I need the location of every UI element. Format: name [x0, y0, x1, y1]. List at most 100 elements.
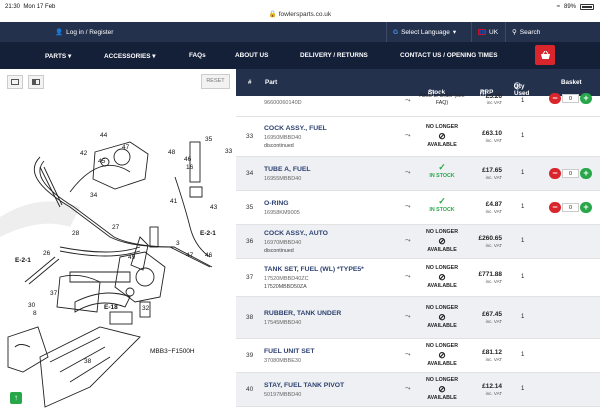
- address-bar[interactable]: 🔒 fowlersparts.co.uk: [268, 11, 332, 18]
- part-name-link[interactable]: FUEL UNIT SET: [264, 348, 315, 355]
- callout-49: 49: [128, 254, 136, 261]
- share-icon[interactable]: ⤳: [405, 313, 411, 320]
- vat-note: inc. VAT: [485, 243, 502, 248]
- price: £12.14: [482, 383, 502, 390]
- callout-46: 46: [184, 156, 192, 163]
- callout-47: 47: [122, 144, 130, 151]
- quantity-stepper[interactable]: −0+: [549, 202, 592, 213]
- vat-note: inc. VAT: [485, 138, 502, 143]
- check-icon: ✓: [438, 196, 446, 206]
- part-code: 50197MBBD40: [264, 392, 302, 398]
- callout-e21-right: E-2-1: [200, 230, 216, 237]
- qty-used: 1: [521, 170, 525, 176]
- share-icon[interactable]: ⤳: [405, 132, 411, 139]
- parts-diagram[interactable]: 44 35 33 47 48 42 45 46 16 34 43 41 E-2-…: [0, 97, 236, 417]
- table-row-partial[interactable]: 96600060140D ⤳ Allow to Order (see FAQ) …: [236, 93, 600, 117]
- diagram-panel: RESET 44 35 33 47 48 42 45 46 16 34: [0, 69, 236, 417]
- part-name-link[interactable]: STAY, FUEL TANK PIVOT: [264, 382, 345, 389]
- quantity-stepper[interactable]: − 0 +: [549, 93, 592, 104]
- scroll-top-button[interactable]: ↑: [10, 392, 22, 404]
- minus-icon[interactable]: −: [549, 202, 561, 213]
- part-name-link[interactable]: TUBE A, FUEL: [264, 166, 311, 173]
- nav-contact[interactable]: CONTACT US / OPENING TIMES: [400, 52, 498, 59]
- plus-icon[interactable]: +: [580, 168, 592, 179]
- part-name-link[interactable]: COCK ASSY., AUTO: [264, 230, 328, 237]
- callout-47b: 47: [186, 252, 194, 259]
- share-icon[interactable]: ⤳: [405, 385, 411, 392]
- callout-27: 27: [112, 224, 120, 231]
- part-name-link[interactable]: RUBBER, TANK UNDER: [264, 310, 342, 317]
- price: £260.65: [478, 235, 503, 242]
- minus-icon[interactable]: −: [549, 168, 561, 179]
- stock-status: NO LONGER⊘AVAILABLE: [425, 377, 459, 401]
- share-icon[interactable]: ⤳: [405, 237, 411, 244]
- part-name-link[interactable]: TANK SET, FUEL (WL) *TYPE5*: [264, 266, 364, 273]
- minus-icon[interactable]: −: [549, 93, 561, 104]
- share-icon[interactable]: ⤳: [405, 169, 411, 176]
- status-indicators: ≈ 89%: [557, 4, 594, 10]
- stock-status: NO LONGER⊘AVAILABLE: [425, 229, 459, 253]
- nav-faqs[interactable]: FAQs: [189, 52, 206, 59]
- status-bar: 21:30 Mon 17 Feb 🔒 fowlersparts.co.uk ≈ …: [0, 0, 600, 18]
- language-selector[interactable]: G Select Language ▾: [386, 22, 471, 42]
- nav-delivery[interactable]: DELIVERY / RETURNS: [300, 52, 368, 59]
- login-link[interactable]: 👤 Log in / Register: [55, 28, 114, 37]
- share-icon[interactable]: ⤳: [405, 351, 411, 358]
- vat-note: inc. VAT: [485, 319, 502, 324]
- nav-accessories[interactable]: ACCESSORIES ▾: [104, 53, 156, 60]
- search-button[interactable]: ⚲ Search: [505, 22, 555, 42]
- region-selector[interactable]: UK: [471, 22, 505, 42]
- callout-3: 3: [176, 240, 180, 247]
- plus-icon[interactable]: +: [580, 202, 592, 213]
- callout-28: 28: [72, 230, 80, 237]
- chevron-down-icon: ▾: [452, 29, 457, 36]
- price: £67.45: [482, 311, 502, 318]
- part-code: 17520MBBD40ZC: [264, 276, 309, 282]
- table-row[interactable]: 37 TANK SET, FUEL (WL) *TYPE5* 17520MBBD40…: [236, 259, 600, 297]
- col-basket: Basket: [561, 79, 582, 86]
- vat-note: inc. VAT: [485, 209, 502, 214]
- layout-toggle-full[interactable]: [7, 75, 23, 89]
- callout-35: 35: [205, 136, 213, 143]
- nav-parts[interactable]: PARTS ▾: [45, 53, 72, 60]
- reset-button[interactable]: RESET: [201, 74, 230, 89]
- part-name-link[interactable]: COCK ASSY., FUEL: [264, 125, 327, 132]
- google-icon: G: [393, 28, 399, 36]
- unavailable-icon: ⊘: [438, 312, 446, 322]
- part-code: 16955MBBD40: [264, 176, 302, 182]
- quantity-stepper[interactable]: −0+: [549, 168, 592, 179]
- price: £17.65: [482, 167, 502, 174]
- callout-26: 26: [43, 250, 51, 257]
- callout-43: 43: [210, 204, 218, 211]
- callout-e18: E-18: [104, 304, 118, 311]
- share-icon[interactable]: ⤳: [405, 203, 411, 210]
- share-icon[interactable]: ⤳: [405, 97, 411, 104]
- layout-toggle-split[interactable]: [28, 75, 44, 89]
- callout-46b: 46: [205, 252, 213, 259]
- price: £4.87: [485, 201, 502, 208]
- col-hash: #: [248, 79, 252, 86]
- basket-button[interactable]: [535, 45, 555, 65]
- battery-icon: [580, 4, 594, 10]
- share-icon[interactable]: ⤳: [405, 273, 411, 280]
- stock-status: NO LONGER⊘AVAILABLE: [425, 124, 459, 148]
- vat-note: inc. VAT: [485, 357, 502, 362]
- plus-icon[interactable]: +: [580, 93, 592, 104]
- row-number: 37: [246, 274, 254, 281]
- callout-e21-left: E-2-1: [15, 257, 31, 264]
- qty-used: 1: [521, 133, 525, 139]
- part-name-link[interactable]: O-RING: [264, 200, 289, 207]
- status-time: 21:30 Mon 17 Feb: [5, 4, 56, 10]
- basket-icon: [540, 50, 550, 59]
- nav-about[interactable]: ABOUT US: [235, 52, 269, 59]
- part-code: 16950MBBD40: [264, 135, 302, 141]
- help-icon: ⓘ: [514, 83, 521, 90]
- stock-status: NO LONGER⊘AVAILABLE: [425, 343, 459, 367]
